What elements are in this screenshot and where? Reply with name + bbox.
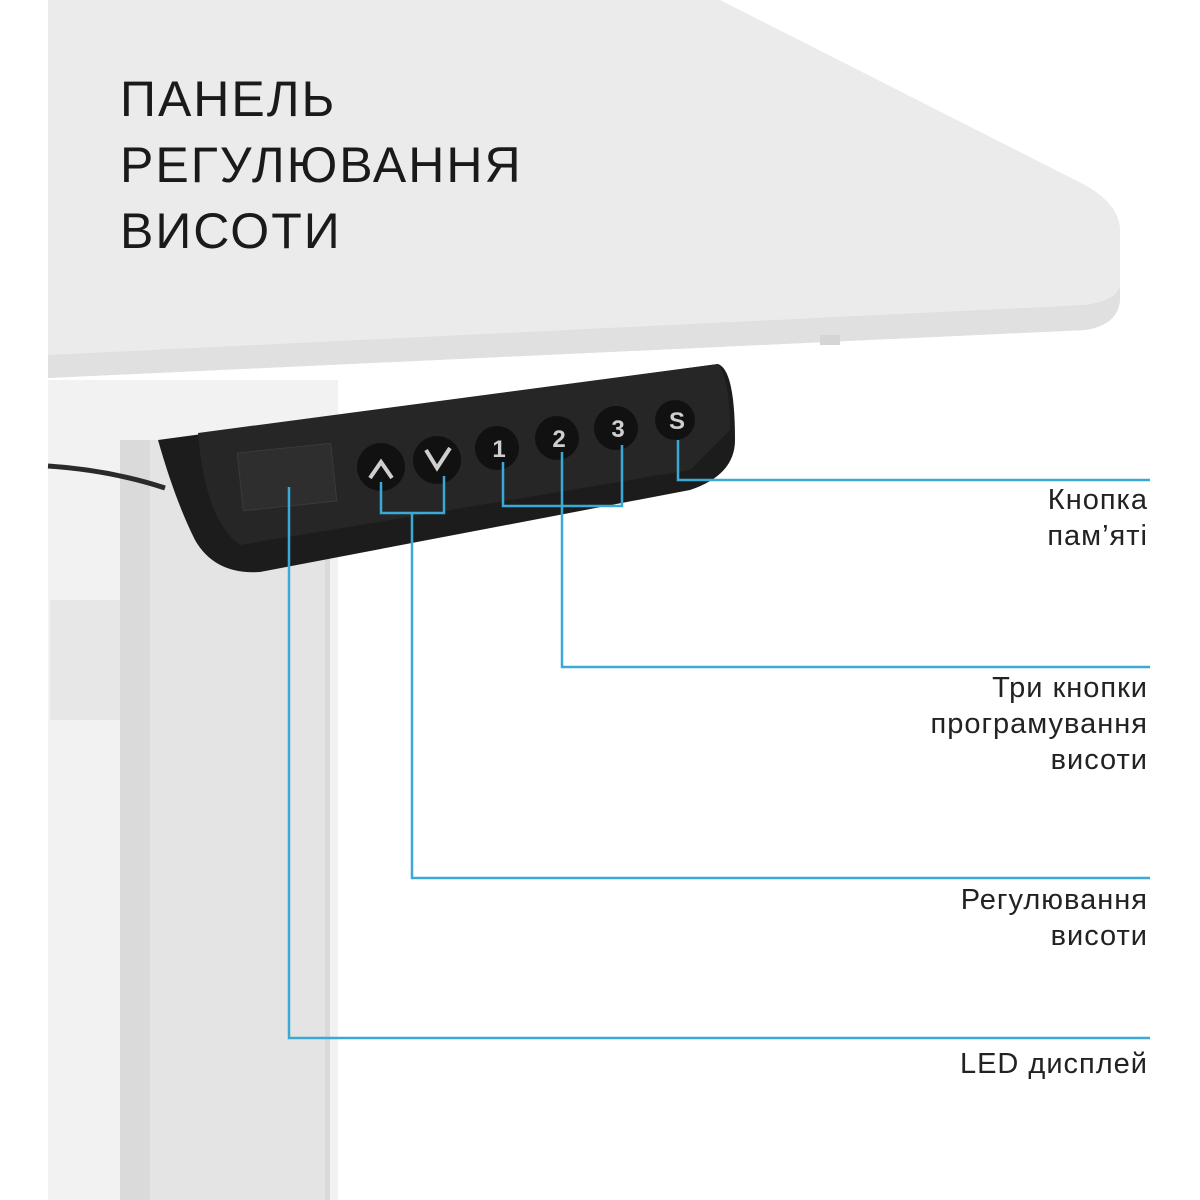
- title-line: ПАНЕЛЬ: [120, 71, 337, 127]
- label-line: Регулювання: [960, 884, 1148, 916]
- button-down[interactable]: [413, 436, 461, 484]
- svg-text:2: 2: [552, 426, 565, 453]
- callout-height-label: Регулювання висоти: [961, 882, 1148, 954]
- label-line: LED дисплей: [959, 1048, 1148, 1080]
- label-line: програмування: [930, 708, 1148, 740]
- callout-display-label: LED дисплей: [960, 1046, 1148, 1082]
- button-3[interactable]: 3: [594, 406, 638, 450]
- chevron-down-icon: [424, 446, 452, 472]
- cable: [47, 463, 166, 491]
- led-display: [236, 442, 338, 512]
- callout-presets-label: Три кнопки програмування висоти: [930, 670, 1148, 778]
- desktop: [48, 0, 1120, 378]
- button-s[interactable]: S: [655, 400, 695, 440]
- button-2[interactable]: 2: [535, 416, 579, 460]
- callout-memory-label: Кнопка пам’яті: [1047, 482, 1148, 554]
- title-line: РЕГУЛЮВАННЯ: [120, 137, 523, 193]
- callout-lines: [287, 440, 1150, 1040]
- callout-line-presets: [501, 445, 1150, 669]
- title-line: ВИСОТИ: [120, 203, 342, 259]
- svg-text:1: 1: [492, 436, 505, 463]
- label-line: Кнопка: [1047, 484, 1148, 516]
- chevron-up-icon: [368, 458, 394, 480]
- page-title: ПАНЕЛЬ РЕГУЛЮВАННЯ ВИСОТИ: [120, 66, 523, 264]
- svg-text:S: S: [669, 408, 685, 435]
- callout-line-memory: [676, 440, 1150, 482]
- label-line: пам’яті: [1047, 520, 1148, 552]
- button-up[interactable]: [357, 443, 405, 491]
- svg-text:3: 3: [611, 416, 624, 443]
- callout-line-height: [379, 476, 1150, 880]
- label-line: Три кнопки: [992, 672, 1148, 704]
- control-panel: 1 2 3 S: [158, 364, 735, 573]
- label-line: висоти: [1050, 920, 1148, 952]
- callout-line-display: [287, 487, 1150, 1040]
- button-1[interactable]: 1: [475, 426, 519, 470]
- label-line: висоти: [1050, 744, 1148, 776]
